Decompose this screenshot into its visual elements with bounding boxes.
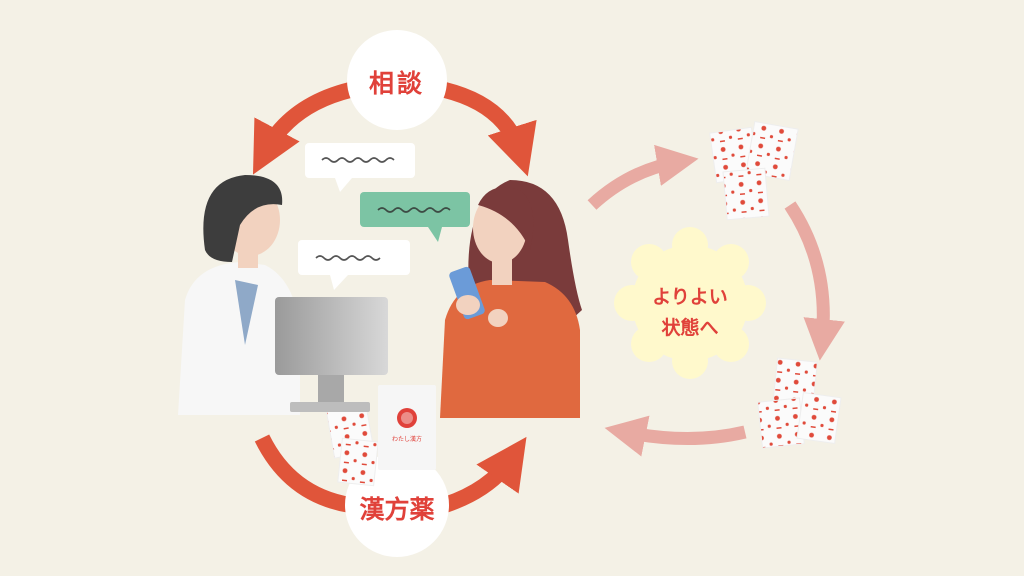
- medicine-packet-illustration: [325, 120, 842, 487]
- kampo-label: 漢方薬: [359, 495, 435, 524]
- bag-logo-text: わたし漢方: [392, 435, 422, 443]
- kampo-arrow-right: [442, 436, 527, 513]
- speech-bubble-doctor-1: [305, 143, 415, 192]
- consult-circle: [347, 30, 447, 130]
- medicine-bag-illustration: わたし漢方: [378, 385, 436, 470]
- kampo-arrow-left: [254, 434, 352, 513]
- speech-bubble-doctor-2: [298, 240, 410, 290]
- better-state-line1: よりよい: [652, 286, 728, 308]
- better-state-line2: 状態へ: [661, 317, 719, 339]
- better-state-badge: [614, 227, 766, 379]
- cycle-arrow-top: [587, 144, 699, 210]
- consult-arrow-right: [442, 82, 537, 177]
- cycle-arrow-right: [784, 201, 845, 361]
- monitor-illustration: [275, 297, 388, 412]
- consult-label: 相談: [368, 69, 425, 98]
- patient-illustration: [440, 180, 582, 418]
- consult-arrow-left: [252, 82, 353, 175]
- doctor-illustration: [178, 175, 300, 415]
- cycle-arrow-bottom: [604, 415, 747, 457]
- speech-bubble-patient: [360, 192, 470, 242]
